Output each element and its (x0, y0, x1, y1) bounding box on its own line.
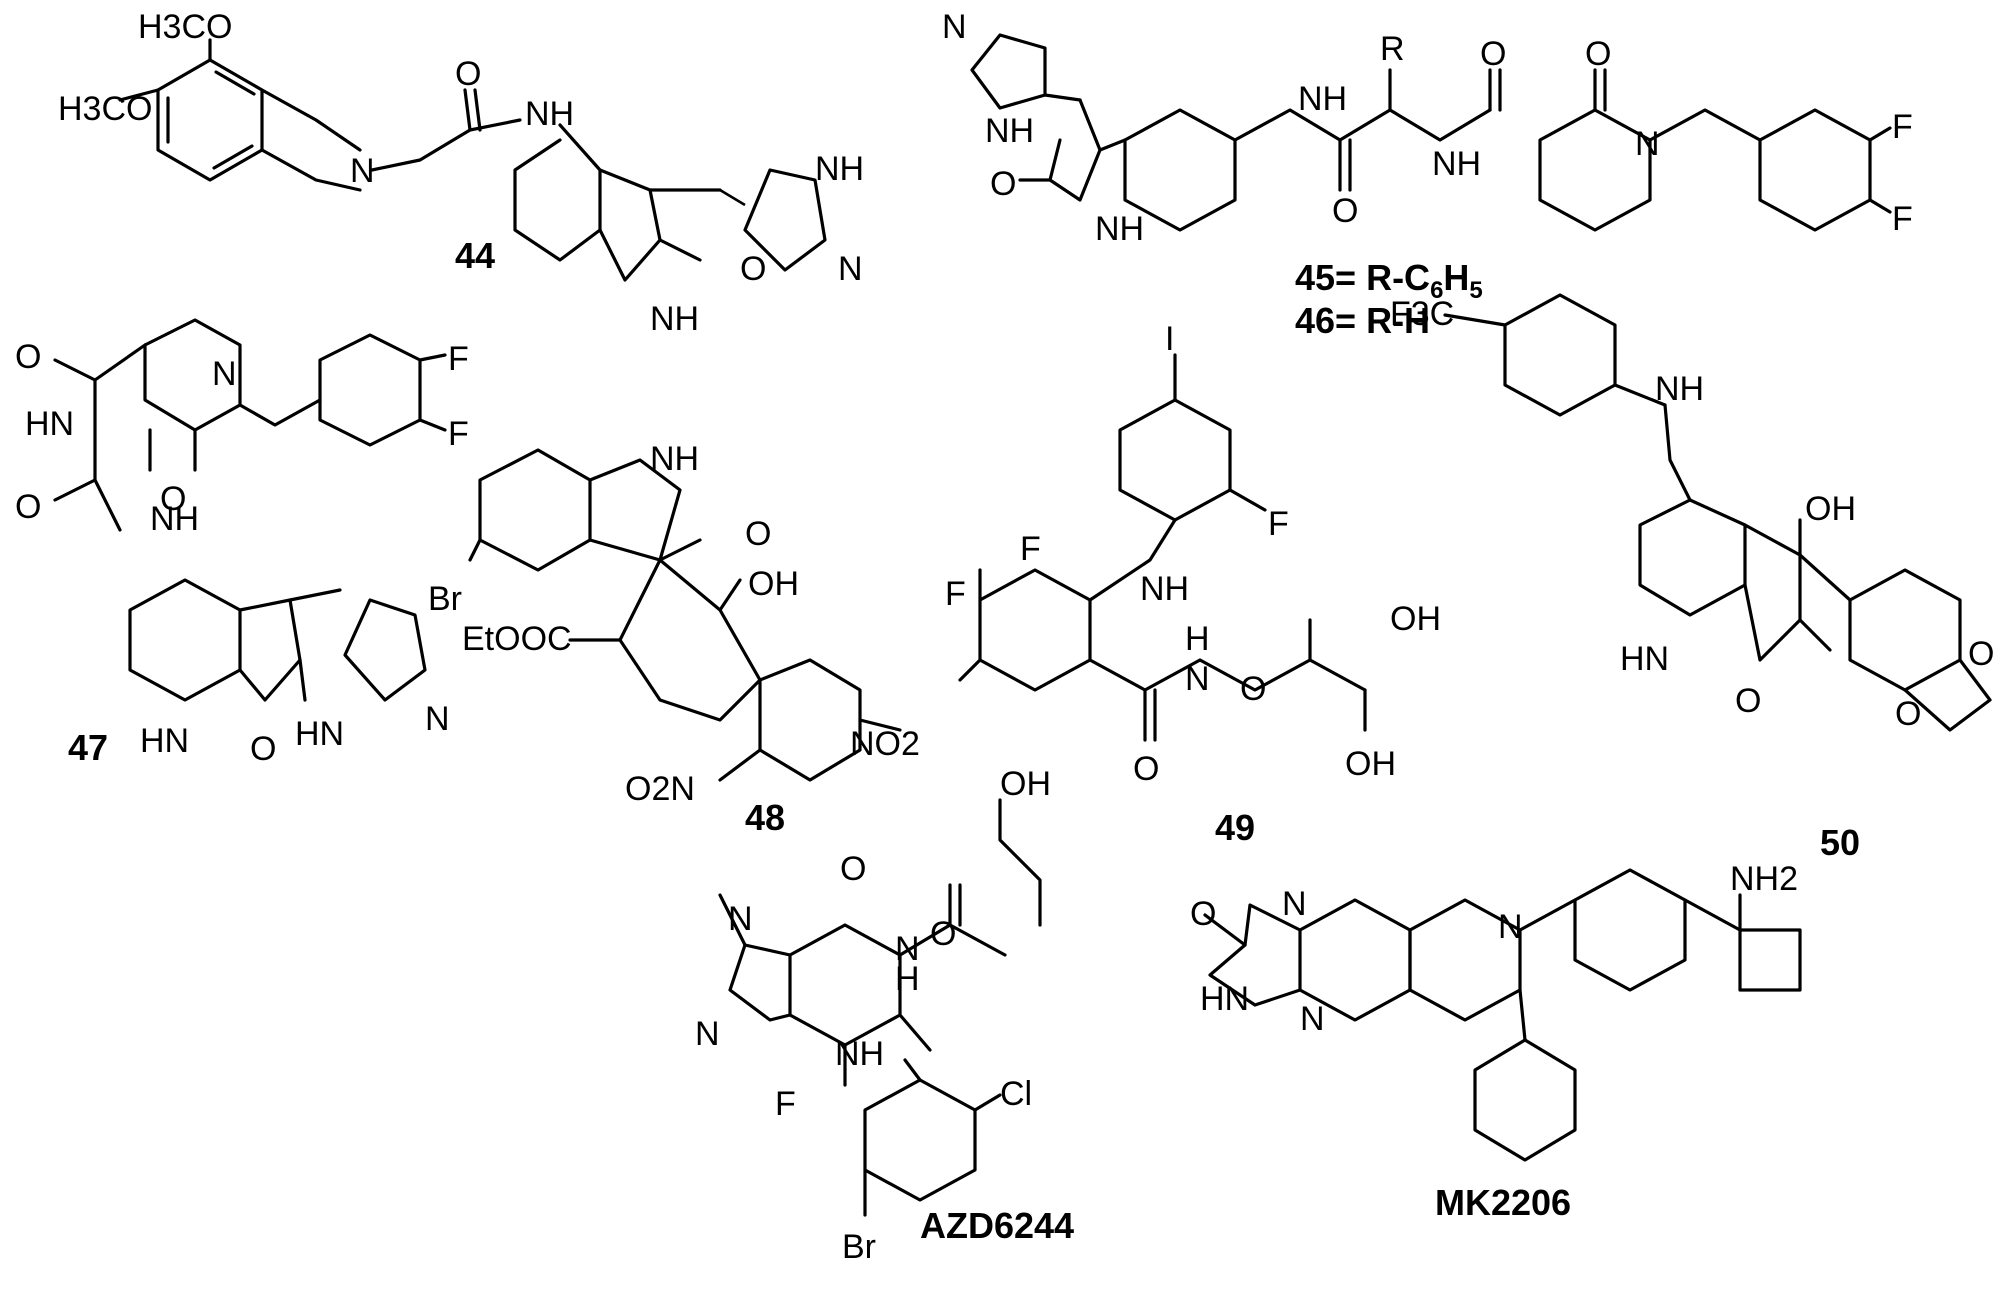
aniline-nh: NH (1140, 570, 1189, 608)
amide-oxygen: O (840, 850, 866, 888)
amide-oxygen-1: O (1332, 192, 1358, 230)
lactam-nh: NH (650, 440, 699, 478)
carbonyl-oxygen: O (1190, 895, 1216, 933)
compound-label-45: 45= R-C6H5 (1295, 257, 1483, 304)
amide-nh-1: NH (1298, 80, 1347, 118)
fluorine-2: F (1892, 200, 1913, 238)
nitro-group-right: NO2 (850, 725, 920, 763)
fluorine-1: F (448, 340, 469, 378)
hydroxamate-n: N (1185, 660, 1210, 698)
compound-45-46: R N NH O NH NH O O NH O N F F 45= R-C6H5… (942, 8, 1913, 341)
dioxole-oxygen-1: O (1968, 635, 1994, 673)
chlorine: Cl (1000, 1075, 1032, 1113)
pyridone-oxygen: O (1585, 35, 1611, 73)
terminal-hydroxyl: OH (1000, 765, 1051, 803)
fluorine-1: F (1892, 108, 1913, 146)
hydroxamate-n: N (895, 930, 920, 968)
iodine: I (1165, 320, 1174, 358)
amino-group: NH2 (1730, 860, 1798, 898)
amide-hn: HN (25, 405, 74, 443)
amide-nh-2: NH (1432, 145, 1481, 183)
compound-49: I F F F NH H N O O OH OH 49 (945, 320, 1441, 848)
pyridine-nitrogen: N (1498, 908, 1523, 946)
indole-hn: HN (140, 722, 189, 760)
compound-44: H3CO H3CO N O NH NH O NH N 44 (58, 8, 864, 338)
hydroxamate-h: H (895, 960, 920, 998)
lactam-oxygen: O (740, 250, 766, 288)
pyridone-nitrogen: N (1635, 125, 1660, 163)
trifluoromethyl: F3C (1390, 295, 1454, 333)
compound-label-47: 47 (68, 727, 108, 768)
bromine: Br (842, 1228, 876, 1266)
compound-label-48: 48 (745, 797, 785, 838)
compound-mk2206: O N HN N N NH2 MK2206 (1190, 860, 1802, 1223)
triazole-hn: HN (1200, 980, 1249, 1018)
imidazole-nitrogen: N (695, 1015, 720, 1053)
hydroxyl: OH (1805, 490, 1856, 528)
nitro-group-left: O2N (625, 770, 695, 808)
compound-label-46: 46= R-H (1295, 300, 1430, 341)
ethyl-ester: EtOOC (462, 620, 572, 658)
compound-50: F3C NH OH HN O O O 50 (1390, 293, 1994, 863)
amide-oxygen-2: O (1480, 35, 1506, 73)
pyridone-oxygen: O (160, 480, 186, 518)
ring-nitrogen: N (350, 152, 375, 190)
triazole-nitrogen-2: N (1300, 1000, 1325, 1038)
amide-oxygen: O (1133, 750, 1159, 788)
fluorine-2: F (448, 415, 469, 453)
lactam-oxygen: O (745, 515, 771, 553)
triazole-nitrogen-1: N (1282, 885, 1307, 923)
ether-oxygen: O (930, 915, 956, 953)
amide-oxygen-2: O (15, 488, 41, 526)
r-substituent: R (1380, 30, 1405, 68)
amide-oxygen: O (455, 55, 481, 93)
imidazole-n: N (838, 250, 863, 288)
aniline-nh: NH (1655, 370, 1704, 408)
ether-oxygen: O (1240, 670, 1266, 708)
hydroxyl: OH (748, 565, 799, 603)
amide-oxygen-1: O (15, 338, 41, 376)
lactam-oxygen: O (250, 730, 276, 768)
compound-48: NH O Br OH EtOOC NO2 O2N 48 (428, 440, 920, 838)
fluorine: F (775, 1085, 796, 1123)
imidazole-n: N (425, 700, 450, 738)
compound-label-44: 44 (455, 235, 495, 276)
lactam-oxygen: O (990, 165, 1016, 203)
hydroxyl-1: OH (1390, 600, 1441, 638)
hydroxamate-h: H (1185, 620, 1210, 658)
imidazole-nh: NH (815, 150, 864, 188)
compound-azd6244: OH O N N N H O NH F Cl Br AZD6244 (695, 765, 1074, 1266)
fluorine-1: F (1020, 530, 1041, 568)
aniline-nh: NH (835, 1035, 884, 1073)
fluorine-2: F (945, 575, 966, 613)
compound-label-mk2206: MK2206 (1435, 1182, 1571, 1223)
amide-nh: NH (525, 95, 574, 133)
indole-nh: NH (1095, 210, 1144, 248)
fluorine-ring: F (1268, 505, 1289, 543)
indole-nh: NH (650, 300, 699, 338)
hydroxyl-2: OH (1345, 745, 1396, 783)
imidazole-n: N (942, 8, 967, 46)
methyl-nitrogen: N (728, 900, 753, 938)
compound-label-azd6244: AZD6244 (920, 1205, 1074, 1246)
dioxole-oxygen-2: O (1895, 695, 1921, 733)
methoxy-group-1: H3CO (138, 8, 232, 46)
lactam-hn: HN (1620, 640, 1669, 678)
lactam-oxygen: O (1735, 682, 1761, 720)
bromine: Br (428, 580, 462, 618)
compound-47: O N O F F HN O NH HN O HN N 47 (15, 318, 469, 768)
compound-label-50: 50 (1820, 822, 1860, 863)
compound-label-49: 49 (1215, 807, 1255, 848)
methoxy-group-2: H3CO (58, 90, 152, 128)
amide-nh: NH (150, 500, 199, 538)
pyridone-nitrogen: N (212, 355, 237, 393)
imidazole-hn: HN (295, 715, 344, 753)
imidazole-nh: NH (985, 112, 1034, 150)
